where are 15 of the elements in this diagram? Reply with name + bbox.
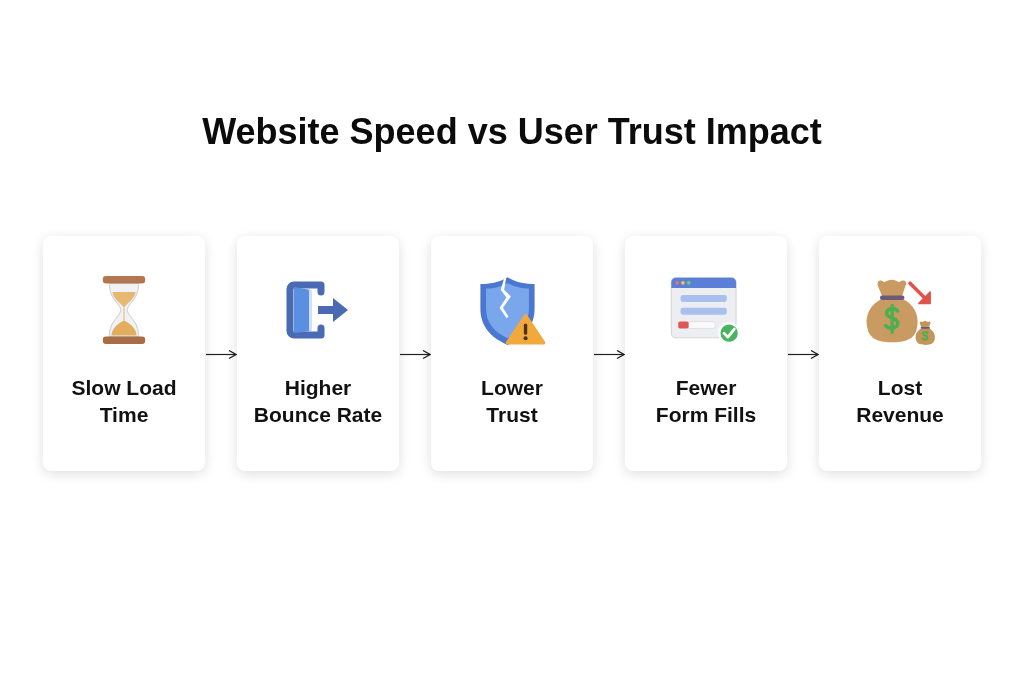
step-label: Slow Load Time <box>70 375 178 428</box>
arrow <box>205 349 237 360</box>
arrow <box>399 349 431 360</box>
step-label: Higher Bounce Rate <box>252 375 384 428</box>
arrow <box>593 349 625 360</box>
step-card <box>819 236 981 471</box>
step-card <box>625 236 787 471</box>
step-card <box>431 236 593 471</box>
step-card <box>237 236 399 471</box>
step-label: Lost Revenue <box>855 375 945 428</box>
step-label: Lower Trust <box>480 375 544 428</box>
diagram-title: Website Speed vs User Trust Impact <box>201 112 823 152</box>
step-card <box>43 236 205 471</box>
step-label: Fewer Form Fills <box>654 375 758 428</box>
arrow <box>787 349 819 360</box>
